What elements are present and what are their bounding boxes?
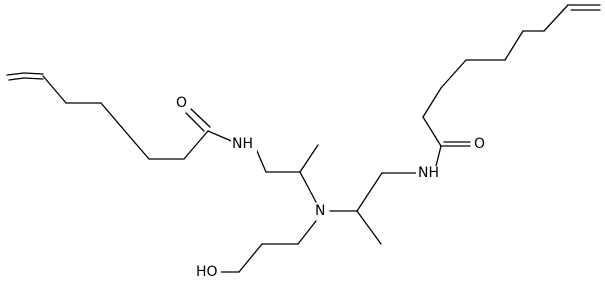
left-alkene-chain (6, 72, 209, 160)
carbonyl-oxygen-right-label: O (474, 136, 485, 152)
bond (299, 171, 317, 203)
bond (23, 77, 44, 80)
central-core (253, 143, 419, 245)
bond (356, 172, 383, 212)
bond (356, 210, 382, 245)
hydroxyl-label: HO (196, 264, 218, 280)
right-alkene-chain (422, 4, 601, 167)
bond (190, 108, 211, 128)
bond (435, 145, 442, 167)
bond (422, 87, 442, 118)
amide-nitrogen-left-label: NH (232, 136, 253, 152)
bond (183, 130, 209, 160)
bond (504, 30, 524, 61)
hydroxypropyl-chain (219, 220, 317, 273)
bond (100, 102, 125, 131)
bond (238, 243, 263, 273)
bond (23, 72, 44, 75)
bond (422, 116, 442, 147)
bond (6, 72, 25, 76)
left-carbonyl (185, 108, 237, 144)
bond (297, 220, 317, 245)
amide-nitrogen-right-label: NH (418, 165, 439, 181)
carbonyl-oxygen-left-label: O (176, 95, 187, 111)
atom-labels: O NH N NH O HO (175, 95, 487, 280)
bond (42, 75, 67, 104)
bond (185, 112, 205, 132)
bond (299, 144, 319, 173)
bond (123, 129, 150, 160)
bond (440, 59, 467, 89)
bond (543, 4, 569, 32)
tertiary-amine-nitrogen-label: N (315, 203, 325, 219)
bond (8, 77, 25, 81)
